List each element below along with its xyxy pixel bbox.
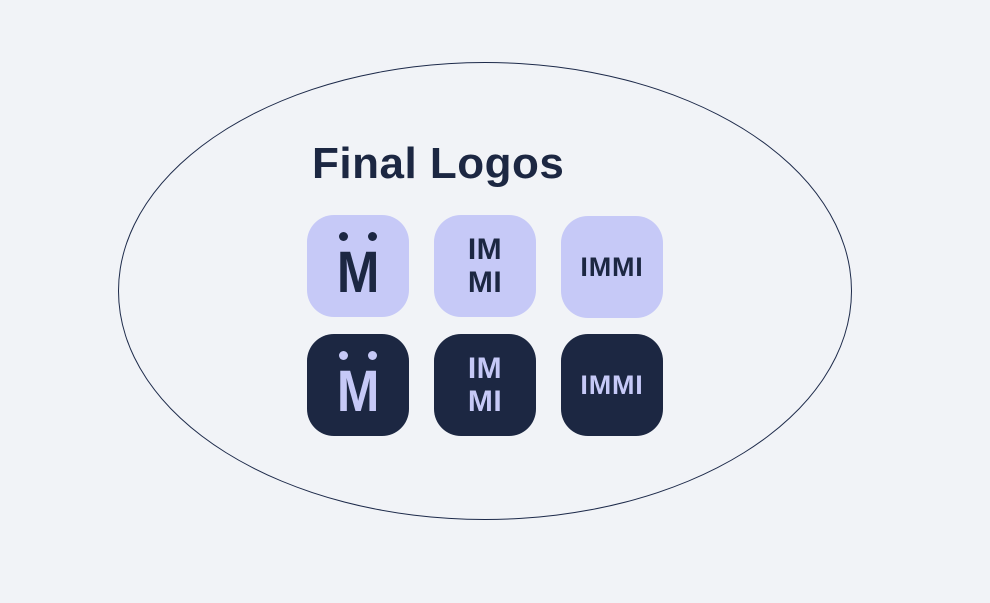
- logo-tile-dark-stacked: IM MI: [434, 334, 536, 436]
- logo-tile-dark-monogram: M: [307, 334, 409, 436]
- monogram-letter: M: [336, 240, 380, 306]
- monogram-dot-left-icon: [338, 351, 348, 361]
- monogram-letter: M: [336, 359, 380, 425]
- logo-tile-light-stacked: IM MI: [434, 215, 536, 317]
- stacked-line1: IM: [467, 352, 503, 385]
- logo-tile-light-monogram: M: [307, 215, 409, 317]
- stacked-line1: IM: [467, 233, 503, 266]
- monogram-m-glyph: M: [334, 351, 382, 425]
- monogram-dot-left-icon: [338, 232, 348, 242]
- monogram-m-glyph: M: [334, 232, 382, 306]
- stacked-wordmark: IM MI: [468, 352, 502, 418]
- inline-wordmark: IMMI: [580, 251, 644, 282]
- monogram-dot-right-icon: [368, 351, 378, 361]
- logo-tile-light-inline: IMMI: [561, 216, 663, 318]
- stacked-line2: MI: [467, 266, 503, 299]
- logo-tile-dark-inline: IMMI: [561, 334, 663, 436]
- stacked-wordmark: IM MI: [468, 233, 502, 299]
- stacked-line2: MI: [467, 385, 503, 418]
- inline-wordmark: IMMI: [580, 369, 644, 400]
- page-title: Final Logos: [312, 139, 565, 188]
- monogram-dot-right-icon: [368, 232, 378, 242]
- ellipse-outline: [118, 62, 852, 520]
